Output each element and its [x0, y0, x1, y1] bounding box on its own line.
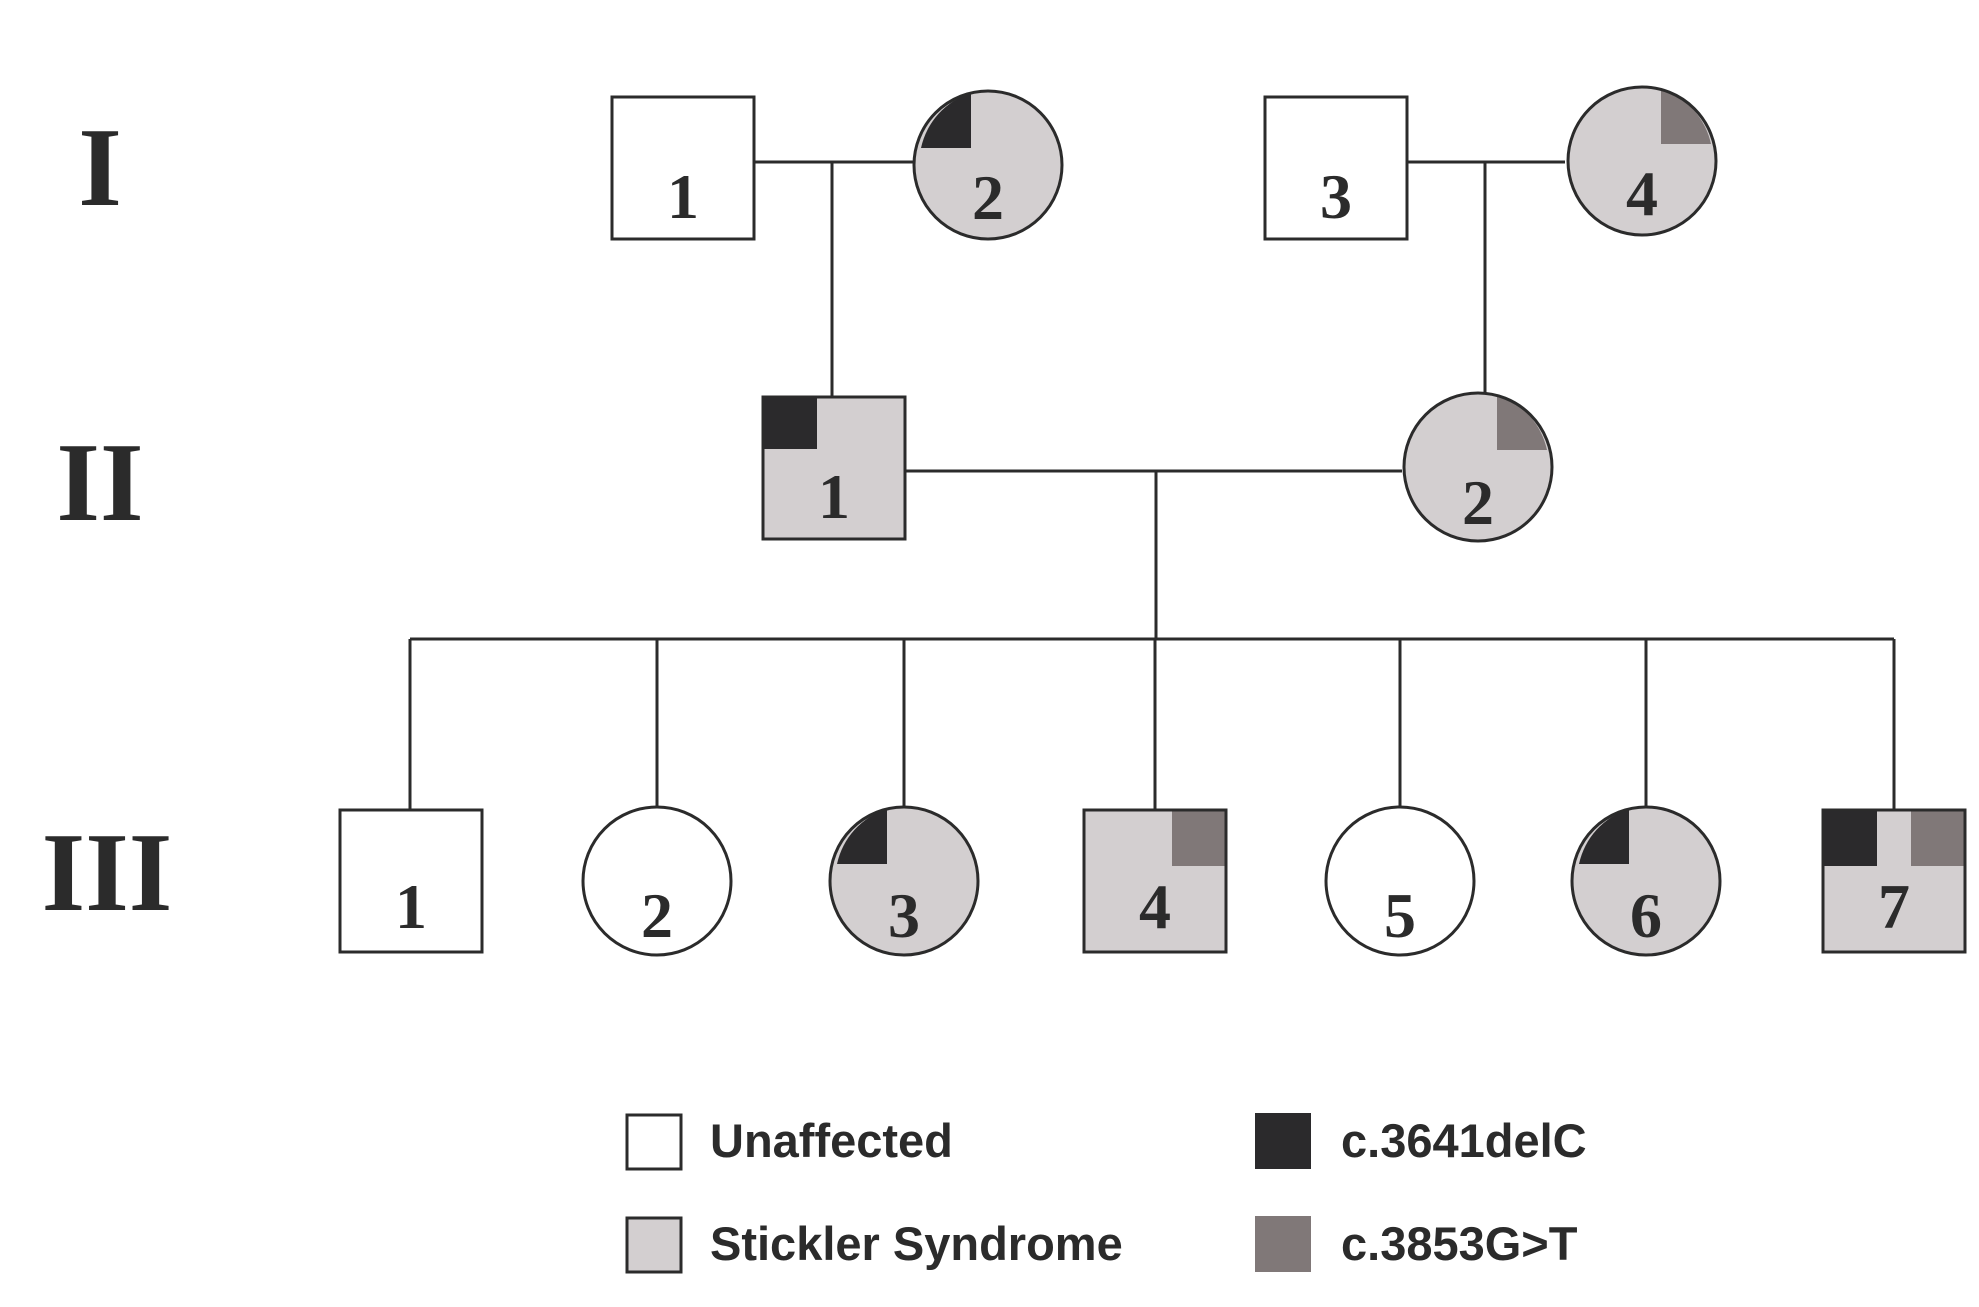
number-I-3: 3	[1320, 161, 1352, 232]
mutation-quadrant-III-3	[837, 809, 887, 864]
legend: Unaffected Stickler Syndrome c.3641delC …	[625, 1113, 1587, 1274]
mutation-quadrant-I-4	[1661, 89, 1711, 144]
mutation-quadrant-III-7-c3641delC	[1823, 810, 1877, 866]
mutation-quadrant-II-2	[1497, 395, 1547, 450]
mutation-quadrant-II-1	[763, 397, 817, 449]
individual-III-4: 4	[1082, 808, 1228, 954]
generation-label-III: III	[42, 811, 173, 935]
symbol-III-1	[338, 808, 484, 954]
individual-III-1: 1	[338, 808, 484, 954]
legend-label-c3641delC: c.3641delC	[1341, 1114, 1587, 1167]
legend-swatch-stickler	[625, 1216, 683, 1274]
mutation-quadrant-III-6	[1579, 809, 1629, 864]
number-I-4: 4	[1626, 158, 1658, 229]
number-III-7: 7	[1878, 871, 1910, 942]
number-III-1: 1	[395, 871, 427, 942]
legend-swatch-c3641delC	[1255, 1113, 1311, 1169]
mutation-quadrant-III-4	[1172, 810, 1226, 866]
symbol-outline-II-1	[761, 395, 907, 541]
symbol-III-5	[1324, 805, 1476, 957]
generation-label-II: II	[56, 421, 143, 545]
symbol-I-3	[1263, 95, 1409, 241]
symbol-outline-I-4	[1566, 85, 1718, 237]
individual-I-1: 1	[610, 95, 756, 241]
individual-III-5: 5	[1324, 805, 1476, 957]
legend-label-unaffected: Unaffected	[710, 1114, 953, 1167]
symbol-outline-II-2	[1402, 391, 1554, 543]
number-III-2: 2	[641, 880, 673, 951]
symbol-outline-I-2	[912, 89, 1064, 241]
individual-III-2: 2	[581, 805, 733, 957]
individual-III-7: 7	[1821, 808, 1967, 954]
legend-label-c3853GT: c.3853G>T	[1341, 1217, 1578, 1270]
number-III-4: 4	[1139, 871, 1171, 942]
legend-swatch-unaffected	[625, 1113, 683, 1171]
number-I-2: 2	[972, 162, 1004, 233]
generation-label-I: I	[78, 106, 122, 230]
symbol-I-1	[610, 95, 756, 241]
symbol-outline-III-3	[828, 805, 980, 957]
individual-II-1: 1	[761, 395, 907, 541]
legend-swatch-c3853GT	[1255, 1216, 1311, 1272]
number-III-3: 3	[888, 880, 920, 951]
symbol-outline-III-4	[1082, 808, 1228, 954]
individual-I-2: 2	[912, 89, 1064, 241]
number-I-1: 1	[667, 161, 699, 232]
number-III-5: 5	[1384, 880, 1416, 951]
symbol-outline-III-6	[1570, 805, 1722, 957]
individual-II-2: 2	[1402, 391, 1554, 543]
individual-III-3: 3	[828, 805, 980, 957]
number-II-1: 1	[818, 461, 850, 532]
individual-III-6: 6	[1570, 805, 1722, 957]
number-III-6: 6	[1630, 880, 1662, 951]
symbol-III-2	[581, 805, 733, 957]
mutation-quadrant-I-2	[921, 93, 971, 148]
individual-I-3: 3	[1263, 95, 1409, 241]
legend-label-stickler: Stickler Syndrome	[710, 1217, 1123, 1270]
mutation-quadrant-III-7-c3853GT	[1911, 810, 1965, 866]
individual-I-4: 4	[1566, 85, 1718, 237]
symbol-outline-III-7	[1821, 808, 1967, 954]
pedigree-lines	[408, 160, 1896, 810]
number-II-2: 2	[1462, 467, 1494, 538]
pedigree-symbols: 1 2 3 4 1	[338, 85, 1967, 957]
